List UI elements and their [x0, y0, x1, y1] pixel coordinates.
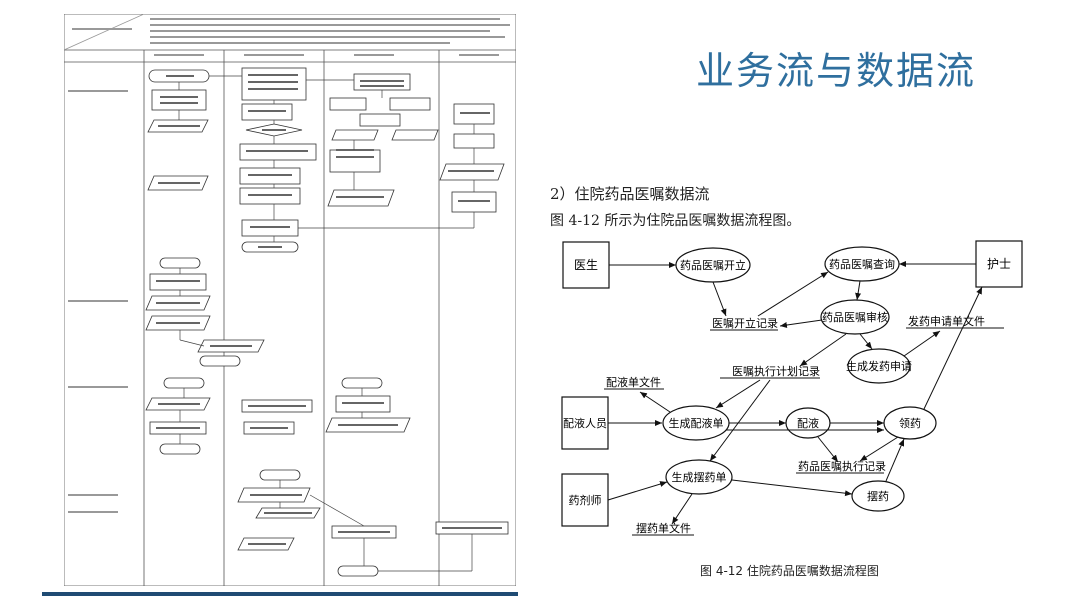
- store-dispense-file: 配液单文件: [606, 375, 661, 389]
- flow-terminator: [259, 469, 301, 481]
- entity-dispenser-box: [561, 396, 609, 450]
- store-order-record: 医嘱开立记录: [712, 316, 778, 330]
- data-flow-diagram: 医生 护士 配液人员 药剂师 药品医嘱开立 药品医嘱查询 药品医嘱审核 生成发药…: [561, 240, 1023, 536]
- flow-process: [389, 97, 431, 111]
- process-gen-place: 生成摆药单: [672, 470, 727, 484]
- flow-terminator: [341, 377, 383, 389]
- flow-terminator: [163, 377, 205, 389]
- process-dispense: 配液: [797, 416, 819, 430]
- process-order-open: 药品医嘱开立: [680, 258, 746, 272]
- entity-nurse-box: [975, 240, 1023, 288]
- entity-doctor-box: [562, 241, 610, 289]
- flow-gen-dispense-to-file: [639, 391, 671, 413]
- entity-dispenser: 配液人员: [563, 416, 607, 430]
- flow-query-to-review: [855, 280, 862, 301]
- flow-io: [331, 129, 379, 141]
- flow-process: [329, 149, 381, 173]
- flow-review-to-plan: [799, 333, 847, 367]
- slide-title: 业务流与数据流: [696, 49, 977, 93]
- flow-review-to-gen-request: [859, 333, 873, 350]
- flow-terminator: [159, 443, 201, 455]
- process-gen-place-shape: [665, 459, 733, 495]
- flow-terminator: [337, 565, 379, 577]
- store-exec-plan: 医嘱执行计划记录: [732, 364, 820, 378]
- flow-open-to-record: [712, 281, 727, 317]
- flow-process: [329, 97, 367, 111]
- entity-nurse: 护士: [987, 257, 1011, 271]
- flow-place-to-collect: [885, 438, 905, 482]
- store-request-file: 发药申请单文件: [908, 314, 985, 328]
- process-collect: 领药: [899, 417, 921, 430]
- flow-collect-to-record: [859, 436, 899, 462]
- flow-gen-request-to-file: [903, 330, 941, 357]
- flow-process: [151, 89, 207, 111]
- process-gen-request: 生成发药申请: [846, 359, 912, 373]
- flow-dispense-to-record: [817, 436, 839, 463]
- flow-process: [241, 67, 307, 101]
- store-exec-record: 药品医嘱执行记录: [798, 459, 886, 473]
- flow-gen-place-to-place: [731, 479, 853, 497]
- entity-doctor: 医生: [574, 258, 598, 272]
- entity-pharmacist-box: [561, 473, 609, 527]
- flow-collect-to-nurse: [923, 286, 983, 410]
- process-order-query: 药品医嘱查询: [829, 257, 895, 271]
- flow-pharmacist-to-gen-place: [607, 481, 668, 501]
- figure-caption: 图 4-12 住院药品医嘱数据流程图: [700, 564, 879, 578]
- entity-pharmacist: 药剂师: [569, 493, 602, 507]
- process-order-review: 药品医嘱审核: [822, 310, 888, 324]
- flow-io: [391, 129, 439, 141]
- flow-record-to-query: [757, 271, 829, 317]
- flow-process: [359, 113, 401, 127]
- business-flow-diagram: [64, 14, 516, 586]
- bottom-rule: [42, 592, 518, 596]
- process-gen-request-shape: [847, 348, 911, 384]
- section-text: 图 4-12 所示为住院品医嘱数据流程图。: [550, 213, 801, 229]
- process-place: 摆药: [867, 489, 889, 503]
- flow-terminator: [199, 355, 241, 367]
- flow-process: [453, 133, 495, 149]
- process-gen-dispense: 生成配液单: [669, 416, 724, 430]
- flow-plan-to-gen-place: [709, 379, 771, 462]
- flow-plan-to-gen-dispense: [715, 379, 761, 409]
- flow-review-to-record: [779, 319, 823, 328]
- store-place-file: 摆药单文件: [636, 521, 691, 535]
- process-order-review-shape: [820, 299, 890, 335]
- process-place-shape: [851, 480, 905, 512]
- flow-gen-place-to-file: [671, 493, 693, 525]
- section-heading: 2）住院药品医嘱数据流: [550, 185, 710, 203]
- flow-terminator: [159, 257, 201, 269]
